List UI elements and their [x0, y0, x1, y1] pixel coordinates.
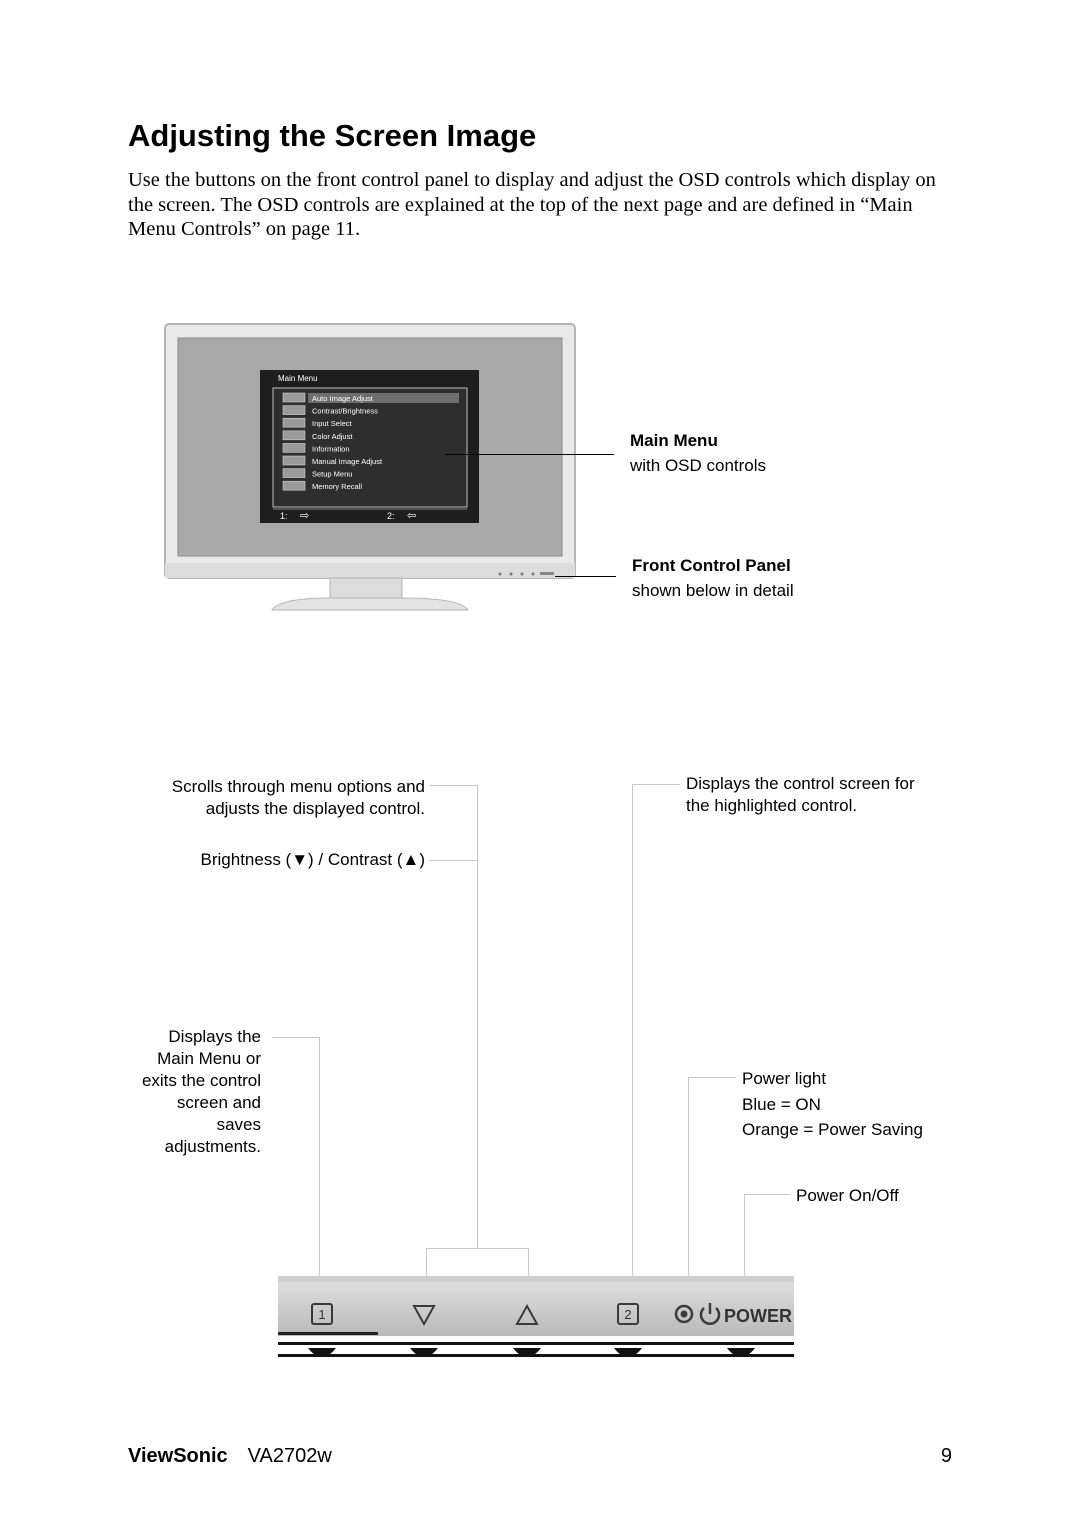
button-up[interactable]: [515, 1303, 539, 1325]
osd-menu-frame: [272, 387, 468, 508]
label-main-menu-line: Displays the: [168, 1027, 261, 1046]
osd-item-label: Color Adjust: [312, 432, 353, 441]
osd-footer-left-icon: ⇨: [300, 510, 309, 522]
label-power-onoff: Power On/Off: [796, 1186, 899, 1205]
label-displays-control-line1: Displays the control screen for: [686, 774, 915, 793]
osd-item-icon: [282, 430, 306, 441]
osd-item-icon: [282, 405, 306, 415]
osd-footer-right-icon: ⇦: [407, 510, 416, 522]
leader-bracket-top: [426, 1248, 529, 1249]
leader-power-v: [744, 1194, 745, 1276]
main-menu-leader: [445, 454, 614, 455]
footer-brand-block: ViewSonic VA2702w: [128, 1445, 332, 1468]
osd-item-label: Input Select: [312, 419, 353, 428]
label-brightness-contrast: Brightness (▼) / Contrast (▲): [200, 850, 425, 869]
osd-menu-items: Auto Image AdjustContrast/BrightnessInpu…: [282, 392, 459, 491]
footer-model: VA2702w: [247, 1445, 332, 1467]
button-2-label: 2: [624, 1307, 631, 1322]
osd-item-label: Memory Recall: [312, 482, 362, 491]
osd-item-icon: [282, 468, 306, 478]
leader-menu-h: [272, 1037, 320, 1038]
osd-footer-left: 1:: [280, 511, 288, 521]
osd-header: Main Menu: [278, 374, 318, 383]
monitor-illustration: Main Menu Auto Image AdjustContrast/Brig…: [164, 323, 576, 611]
page-number: 9: [940, 1445, 952, 1467]
leader-bracket-right: [528, 1248, 529, 1276]
leader-power-h: [744, 1194, 790, 1195]
leader-scrolls-h: [430, 785, 478, 786]
osd-item-highlight: [308, 393, 459, 403]
callout-main-menu-sub: with OSD controls: [630, 456, 767, 475]
osd-item-label: Auto Image Adjust: [312, 394, 374, 403]
power-light-indicator: [674, 1304, 694, 1324]
osd-item-label: Contrast/Brightness: [312, 407, 378, 416]
monitor-neck: [329, 577, 403, 601]
leader-control-v: [632, 784, 633, 1276]
monitor-base: [271, 597, 469, 611]
osd-item-icon: [282, 443, 306, 453]
front-panel-leader: [555, 576, 616, 577]
osd-item-icon: [282, 417, 306, 428]
down-triangle-icon: [412, 1305, 436, 1327]
intro-text: Use the buttons on the front control pan…: [128, 169, 936, 240]
button-menu-1[interactable]: 1: [311, 1303, 333, 1325]
power-button[interactable]: POWER: [699, 1303, 792, 1326]
power-icon: [699, 1307, 721, 1325]
label-displays-control-line2: the highlighted control.: [686, 796, 858, 815]
leader-control-h: [632, 784, 680, 785]
osd-item-label: Setup Menu: [312, 470, 352, 479]
label-blue-on: Blue = ON: [742, 1095, 821, 1114]
label-main-menu-line: saves: [216, 1115, 261, 1134]
monitor-bottom-strip: [165, 563, 575, 578]
osd-item-label: Information: [312, 444, 350, 453]
intro-paragraph: Use the buttons on the front control pan…: [128, 168, 963, 242]
button-down[interactable]: [412, 1305, 436, 1327]
label-power-light: Power light: [742, 1069, 827, 1088]
page-title: Adjusting the Screen Image: [128, 118, 537, 153]
label-main-menu-line: adjustments.: [164, 1137, 261, 1156]
label-main-menu-button: Displays the Main Menu or exits the cont…: [110, 1026, 261, 1158]
callout-main-menu-title: Main Menu: [630, 431, 718, 450]
leader-scrolls-v: [477, 785, 478, 1248]
leader-brightness-h: [430, 860, 478, 861]
leader-powerlight-h: [688, 1077, 736, 1078]
callout-front-panel-title: Front Control Panel: [632, 556, 791, 575]
osd-item-icon: [282, 480, 306, 491]
button-select-2[interactable]: 2: [617, 1303, 639, 1325]
osd-item-label: Manual Image Adjust: [312, 457, 383, 466]
label-main-menu-line: exits the control: [141, 1071, 261, 1090]
osd-item-icon: [282, 455, 306, 466]
label-main-menu-line: screen and: [176, 1093, 261, 1112]
footer-brand: ViewSonic: [128, 1445, 228, 1467]
label-scrolls-line2: adjusts the displayed control.: [205, 799, 425, 818]
leader-menu-v: [319, 1037, 320, 1276]
button-notches: [308, 1348, 755, 1357]
callout-front-panel-sub: shown below in detail: [632, 581, 794, 600]
button-1-label: 1: [318, 1307, 325, 1322]
front-control-panel: 1 2 POWER: [278, 1276, 794, 1357]
leader-powerlight-v: [688, 1077, 689, 1276]
label-orange-saving: Orange = Power Saving: [742, 1120, 923, 1139]
label-main-menu-line: Main Menu or: [157, 1049, 261, 1068]
label-scrolls-line1: Scrolls through menu options and: [171, 777, 425, 796]
osd-footer-right: 2:: [387, 511, 395, 521]
power-label: POWER: [724, 1306, 792, 1326]
osd-item-icon: [282, 392, 306, 403]
up-triangle-icon: [515, 1303, 539, 1325]
leader-bracket-left: [426, 1248, 427, 1276]
